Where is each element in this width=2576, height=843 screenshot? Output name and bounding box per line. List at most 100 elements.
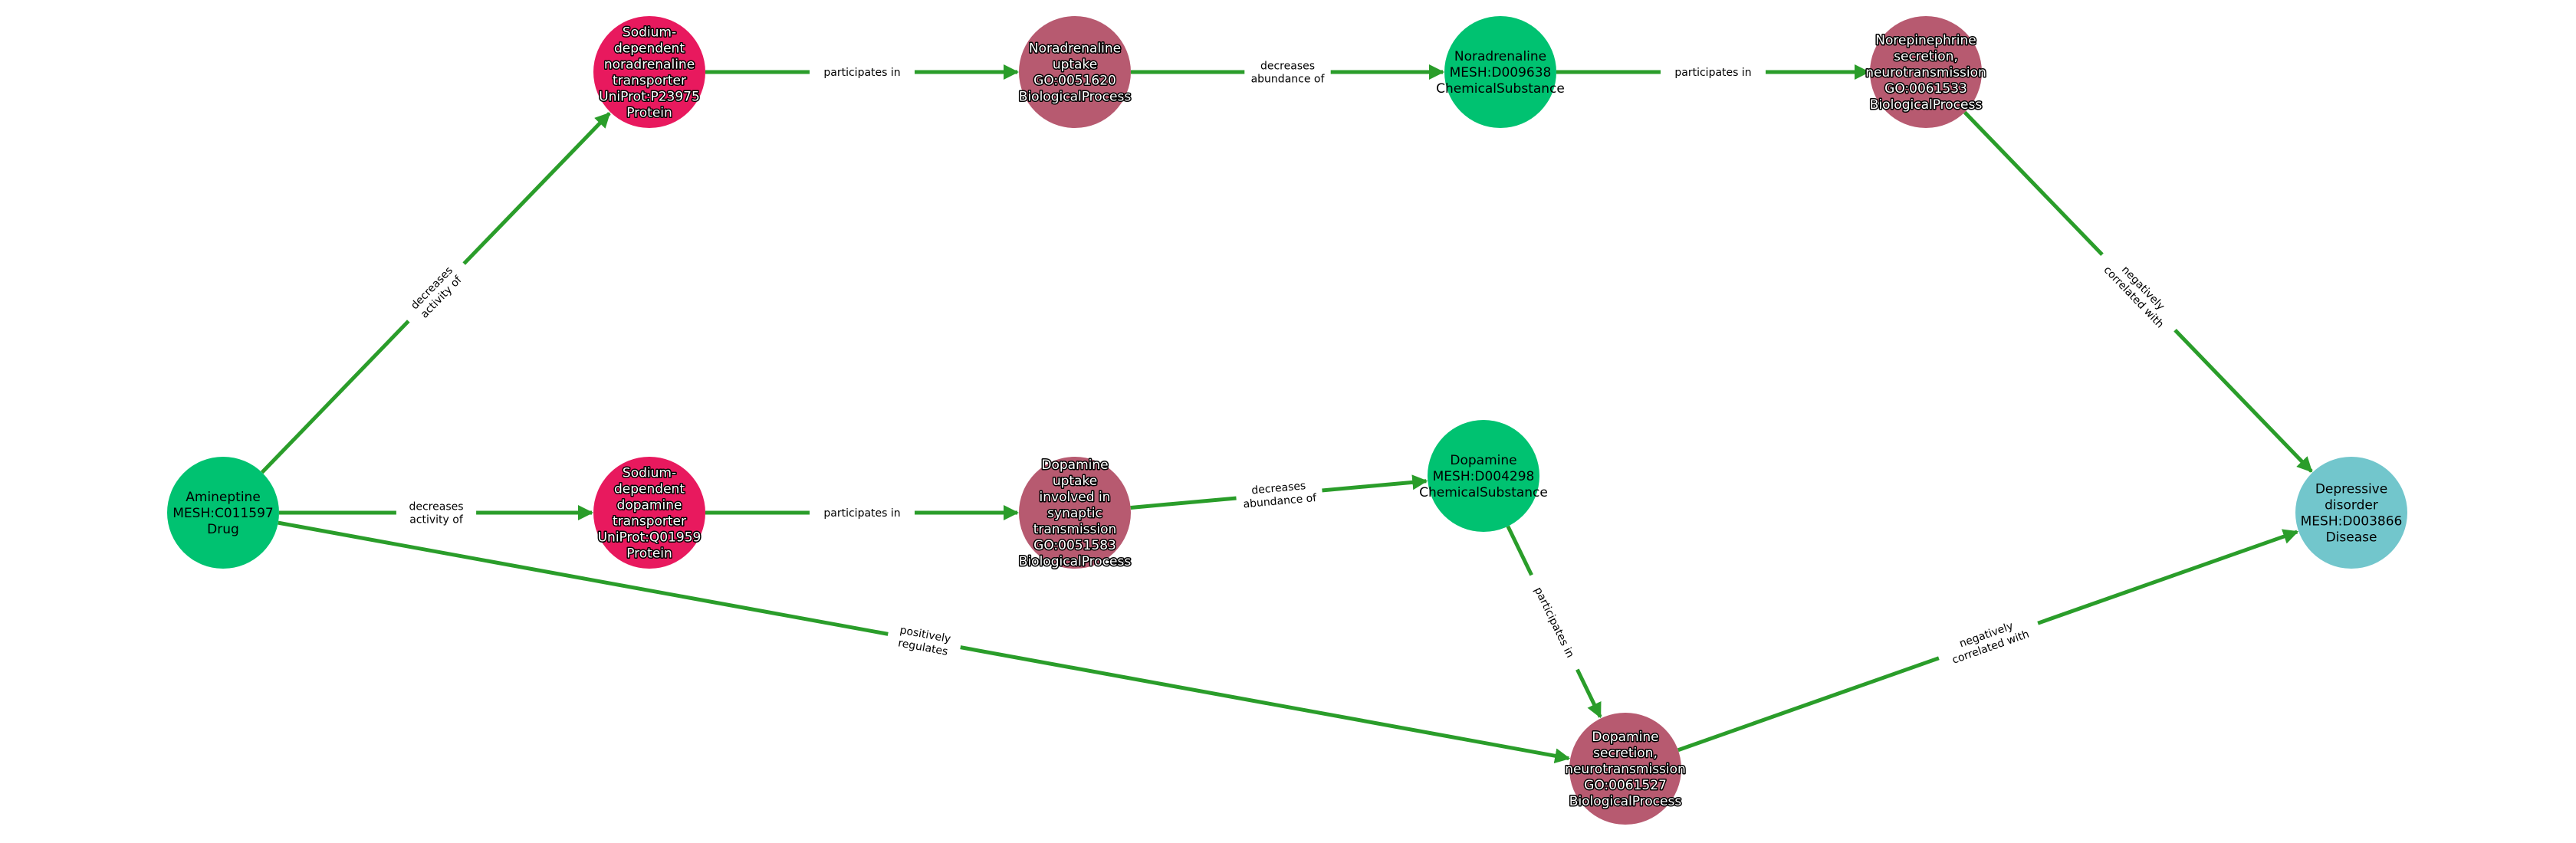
node-label-line: BiologicalProcess xyxy=(1870,97,1983,113)
node-label-line: ChemicalSubstance xyxy=(1436,81,1565,97)
node-label-line: Amineptine xyxy=(186,490,261,505)
edge-label-background xyxy=(1244,57,1331,87)
node-circle[interactable] xyxy=(167,457,279,569)
node-label-line: UniProt:P23975 xyxy=(599,89,700,104)
node-label-line: Norepinephrine xyxy=(1875,33,1976,48)
node-label-line: BiologicalProcess xyxy=(1019,89,1132,104)
edge-dat-to-da_uptake: participates in xyxy=(705,504,1019,522)
edge-label-background xyxy=(396,497,477,528)
node-da_secretion[interactable]: Dopaminesecretion,neurotransmissionGO:00… xyxy=(1564,713,1687,825)
node-label-line: synaptic xyxy=(1047,506,1102,521)
node-circle[interactable] xyxy=(2295,457,2407,569)
node-label-line: Noradrenaline xyxy=(1454,49,1546,64)
node-label-line: GO:0061527 xyxy=(1584,778,1667,793)
edge-label-line: participates in xyxy=(1674,67,1751,79)
node-label-line: neurotransmission xyxy=(1865,65,1986,80)
edge-label-line: decreases xyxy=(1260,60,1315,72)
node-label-line: transmission xyxy=(1033,522,1117,537)
node-ne_secretion[interactable]: Norepinephrinesecretion,neurotransmissio… xyxy=(1865,16,1987,128)
edge-label: participates in xyxy=(810,504,915,522)
edge-label: participates in xyxy=(810,63,915,81)
edge-label-background xyxy=(2091,244,2187,341)
node-label-line: dependent xyxy=(614,481,685,497)
node-label-line: GO:0051583 xyxy=(1033,538,1116,553)
node-label-line: transporter xyxy=(613,513,686,529)
edge-label-line: decreases xyxy=(409,500,463,513)
node-circle[interactable] xyxy=(1870,16,1982,128)
node-label-line: MESH:C011597 xyxy=(172,506,273,521)
edge-label-line: participates in xyxy=(1532,586,1576,660)
node-label-line: MESH:D009638 xyxy=(1450,65,1552,80)
edge-dopamine-to-da_secretion: participates in xyxy=(1506,525,1602,719)
node-label-line: Disease xyxy=(2326,530,2377,545)
node-label-line: Drug xyxy=(207,522,239,537)
node-circle[interactable] xyxy=(1569,713,1681,825)
edge-label-background xyxy=(885,618,964,663)
node-label-line: Dopamine xyxy=(1450,453,1516,468)
edge-label: participates in xyxy=(1661,63,1766,81)
edge-label-line: participates in xyxy=(823,67,900,79)
node-label-line: Protein xyxy=(626,546,672,561)
node-label-line: noradrenaline xyxy=(604,57,695,72)
node-label-line: involved in xyxy=(1040,490,1111,505)
node-noradrenaline[interactable]: NoradrenalineMESH:D009638ChemicalSubstan… xyxy=(1436,16,1565,128)
node-label-line: dopamine xyxy=(617,497,682,513)
node-label-line: neurotransmission xyxy=(1565,762,1686,777)
edge-label-background xyxy=(810,504,915,522)
node-label-line: Sodium- xyxy=(623,465,676,481)
edge-label-background xyxy=(1234,475,1324,513)
edge-label-background xyxy=(1934,608,2043,673)
node-label-line: transporter xyxy=(613,73,686,88)
edge-label-line: participates in xyxy=(823,507,900,520)
node-label-line: GO:0051620 xyxy=(1033,73,1116,88)
edge-net-to-ne_uptake: participates in xyxy=(705,63,1019,81)
edge-noradrenaline-to-ne_secretion: participates in xyxy=(1556,63,1870,81)
edge-label-background xyxy=(1661,63,1766,81)
node-dat[interactable]: Sodium-dependentdopaminetransporterUniPr… xyxy=(593,457,705,569)
node-label-line: BiologicalProcess xyxy=(1019,554,1132,569)
node-label-line: Sodium- xyxy=(623,25,676,40)
node-ne_uptake[interactable]: NoradrenalineuptakeGO:0051620BiologicalP… xyxy=(1017,16,1132,128)
node-label-line: UniProt:Q01959 xyxy=(598,530,702,545)
node-label-line: Dopamine xyxy=(1041,458,1108,473)
node-label-line: Depressive xyxy=(2315,481,2387,497)
node-circle[interactable] xyxy=(1019,457,1131,569)
node-label-line: MESH:D004298 xyxy=(1433,469,1535,484)
node-label-line: disorder xyxy=(2325,497,2378,513)
node-label-line: Dopamine xyxy=(1592,730,1658,745)
node-label-line: secretion, xyxy=(1593,746,1658,761)
edge-label-background xyxy=(810,63,915,81)
node-circle[interactable] xyxy=(593,16,705,128)
node-label-line: uptake xyxy=(1053,57,1097,72)
edge-label-line: abundance of xyxy=(1251,73,1326,85)
node-circle[interactable] xyxy=(593,457,705,569)
edge-label-background xyxy=(1523,571,1585,674)
node-circle[interactable] xyxy=(1019,16,1131,128)
node-circle[interactable] xyxy=(1428,420,1539,532)
edge-label-line: decreases xyxy=(1251,480,1306,497)
node-label-line: ChemicalSubstance xyxy=(1419,485,1548,500)
node-circle[interactable] xyxy=(1444,16,1556,128)
node-label-line: BiologicalProcess xyxy=(1569,794,1682,809)
node-label-line: uptake xyxy=(1053,474,1097,489)
node-label-line: Protein xyxy=(626,105,672,120)
node-net[interactable]: Sodium-dependentnoradrenalinetransporter… xyxy=(593,16,705,128)
